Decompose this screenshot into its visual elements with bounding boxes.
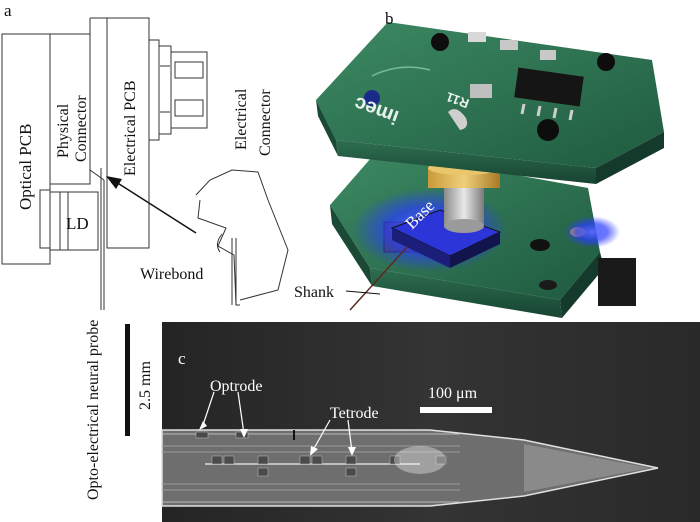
electrical-connector-shape — [148, 39, 208, 141]
physical-connector-label-2: Connector — [73, 95, 90, 162]
electrical-pcb-label: Electrical PCB — [122, 80, 139, 176]
resistor-designator: R11 — [444, 89, 471, 111]
metal-standoff — [444, 182, 484, 226]
optrode-label: Optrode — [210, 378, 262, 395]
physical-connector-label-1: Physical — [55, 103, 72, 158]
wirebond-arrowhead — [106, 176, 122, 189]
scale-small-label: 100 μm — [428, 385, 478, 402]
probe-shank — [349, 245, 409, 311]
ld-label: LD — [66, 214, 89, 233]
panel-c-sem — [161, 322, 700, 522]
shank-label: Shank — [294, 284, 334, 301]
wirebond-detail — [195, 169, 289, 306]
panel-b-photo — [316, 22, 664, 318]
electrode-pads — [195, 431, 447, 477]
shank-pointer — [345, 290, 381, 295]
panel-c-letter: c — [178, 349, 186, 368]
scale-bar-100um — [420, 407, 492, 413]
wirebond-label: Wirebond — [140, 266, 203, 283]
panel-b-letter: b — [385, 9, 394, 28]
panel-a-schematic — [1, 17, 289, 310]
ic-chip — [514, 67, 584, 107]
optical-pcb-label: Optical PCB — [16, 124, 35, 210]
tetrode-label: Tetrode — [330, 405, 379, 422]
top-pcb — [316, 22, 664, 184]
scale-large-label: 2.5 mm — [137, 361, 154, 410]
panel-a-letter: a — [4, 1, 12, 20]
scale-bar-2-5mm — [125, 324, 130, 436]
electrical-connector-label-1: Electrical — [233, 88, 250, 150]
probe-label: Opto-electrical neural probe — [85, 320, 102, 500]
ld-block — [49, 191, 99, 251]
electrical-connector-label-2: Connector — [257, 89, 274, 156]
